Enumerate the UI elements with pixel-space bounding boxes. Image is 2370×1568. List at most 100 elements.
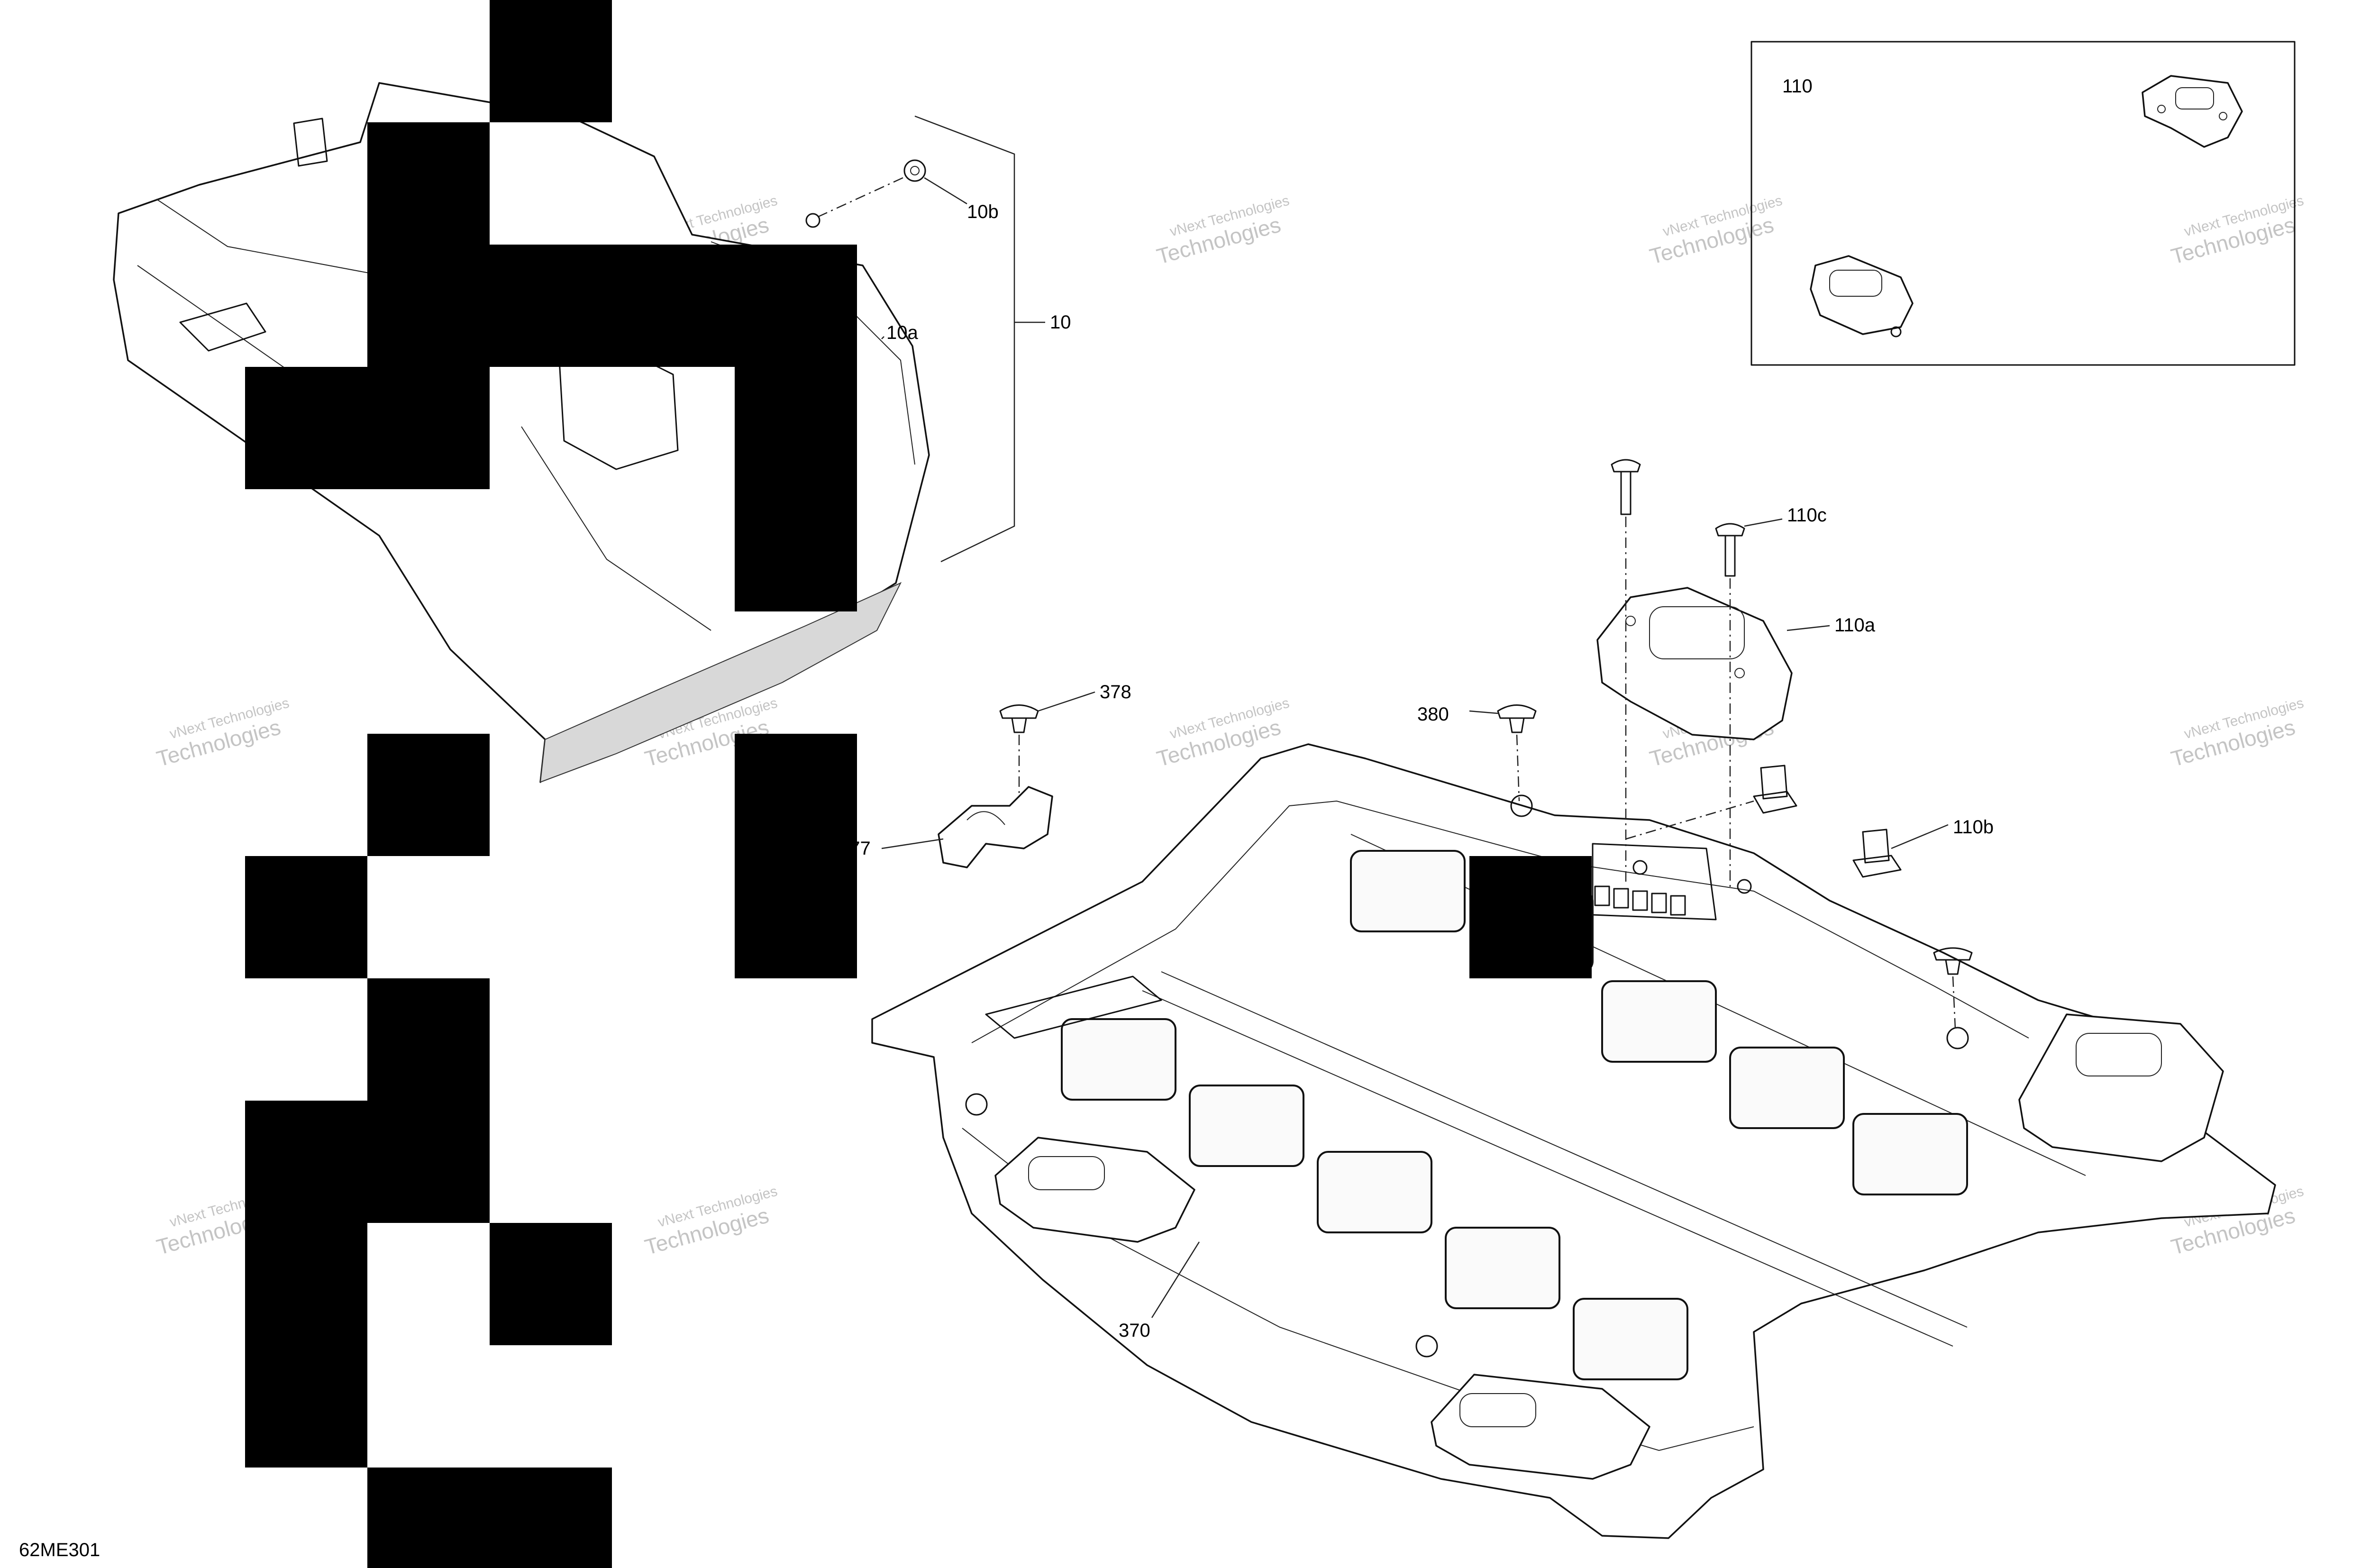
redaction-block xyxy=(245,856,367,978)
nut-body xyxy=(1862,829,1890,864)
mounting-hole xyxy=(1632,860,1648,875)
clip-377 xyxy=(938,786,1053,868)
tie-down-slot xyxy=(2076,1033,2162,1076)
callout-10: 10 xyxy=(1050,312,1071,333)
redaction-block xyxy=(367,978,490,1101)
mounting-hole xyxy=(1737,879,1752,894)
redaction-block xyxy=(490,0,612,122)
bolt-hole xyxy=(1890,326,1902,337)
group-bracket-10 xyxy=(914,115,1015,563)
watermark: vNext Technologies Technologies xyxy=(642,1184,779,1260)
leader-110b xyxy=(1891,824,1949,849)
tie-down-slot xyxy=(1649,606,1745,659)
tie-down-slot xyxy=(2175,87,2214,109)
tie-down-slot xyxy=(1028,1156,1105,1190)
callout-370: 370 xyxy=(1119,1320,1150,1341)
callout-110b: 110b xyxy=(1953,817,1994,838)
redaction-block xyxy=(735,734,857,978)
skid-plate-pad xyxy=(1573,1298,1688,1380)
watermark: vNext Technologies Technologies xyxy=(2169,193,2306,269)
axis-rivet-rear xyxy=(1952,976,1956,1029)
screw-axis xyxy=(815,177,903,219)
redaction-block xyxy=(245,1223,367,1468)
nut-110b-right xyxy=(1852,829,1902,878)
leader-110c xyxy=(1744,518,1783,527)
leader-377 xyxy=(881,838,944,849)
tie-down-front-right xyxy=(1431,1374,1650,1480)
rivet-shank xyxy=(1011,718,1027,733)
tie-down-body xyxy=(2018,1013,2224,1162)
nut-body xyxy=(1760,765,1788,800)
slot xyxy=(1613,888,1629,909)
callout-110a: 110a xyxy=(1834,615,1876,636)
screw-head xyxy=(1611,459,1641,473)
fastener-378 xyxy=(999,704,1039,733)
skid-plate-outline xyxy=(871,743,2276,1539)
clip-loop xyxy=(966,811,1005,825)
nut-110b-left xyxy=(1753,765,1797,814)
redaction-block xyxy=(245,367,490,489)
watermark: vNext Technologies Technologies xyxy=(1154,193,1291,269)
tie-down-body xyxy=(2142,75,2243,148)
clip-body xyxy=(938,786,1053,868)
mounting-hole xyxy=(1510,794,1533,817)
redaction-block xyxy=(367,245,857,367)
watermark: vNext Technologies Technologies xyxy=(154,695,291,772)
screw-head xyxy=(1715,523,1745,537)
callout-10a: 10a xyxy=(886,322,918,343)
skid-plate-ridge xyxy=(1161,971,1968,1328)
rivet-head xyxy=(1497,704,1537,719)
leader-380 xyxy=(1469,710,1498,714)
watermark: vNext Technologies Technologies xyxy=(1647,193,1784,269)
mounting-hole xyxy=(1415,1335,1438,1358)
fastener-rivet-rear xyxy=(1933,947,1973,975)
inset-frame xyxy=(1750,41,2296,366)
inset-tie-down-lower xyxy=(1810,255,1914,337)
callout-110: 110 xyxy=(1782,76,1813,97)
redaction-block xyxy=(367,734,490,856)
tie-down-body xyxy=(1431,1374,1650,1480)
redaction-block xyxy=(735,367,857,611)
skid-plate-ridge xyxy=(1142,990,1953,1347)
skid-plate-pad xyxy=(1852,1113,1968,1195)
leader-10b xyxy=(924,177,967,205)
slot xyxy=(1651,893,1667,913)
screw-head xyxy=(903,159,926,182)
watermark: vNext Technologies Technologies xyxy=(2169,695,2306,772)
skid-plate-vent xyxy=(985,975,1162,1039)
rivet-head xyxy=(999,704,1039,719)
screw-110c-right xyxy=(1715,523,1745,577)
bolt-hole xyxy=(1734,668,1745,678)
redaction-block xyxy=(367,122,490,245)
tie-down-rear-right xyxy=(2018,1013,2224,1162)
bin-screw-10b xyxy=(805,159,926,228)
axis-380 xyxy=(1516,734,1520,802)
storage-bin-handle xyxy=(179,302,266,352)
mounting-hole xyxy=(965,1093,988,1116)
storage-bin-shaded-base xyxy=(539,582,902,783)
redaction-block xyxy=(490,1223,612,1345)
skid-plate-inner-edge xyxy=(971,800,2029,1043)
redaction-block xyxy=(245,1101,490,1223)
skid-plate-pad xyxy=(1061,1018,1176,1101)
tie-down-slot xyxy=(1459,1393,1536,1427)
fastener-380 xyxy=(1497,704,1537,733)
slot xyxy=(1594,885,1610,906)
nut-flange xyxy=(1753,791,1797,814)
skid-plate-assembly xyxy=(871,743,2276,1539)
rivet-head xyxy=(1933,947,1973,961)
storage-bin-edge xyxy=(521,426,711,631)
callout-378: 378 xyxy=(1100,682,1131,702)
skid-plate-pad xyxy=(1729,1047,1845,1129)
bolt-hole xyxy=(2157,105,2166,113)
screw-shank xyxy=(1724,536,1736,577)
tie-down-110a xyxy=(1596,587,1793,740)
bolt-hole xyxy=(2219,112,2227,120)
callout-380: 380 xyxy=(1417,704,1449,725)
callout-110c: 110c xyxy=(1787,505,1827,526)
rivet-shank xyxy=(1509,718,1525,733)
tie-down-body xyxy=(1596,587,1793,740)
tie-down-front-left xyxy=(994,1137,1195,1243)
leader-110a xyxy=(1787,625,1830,631)
